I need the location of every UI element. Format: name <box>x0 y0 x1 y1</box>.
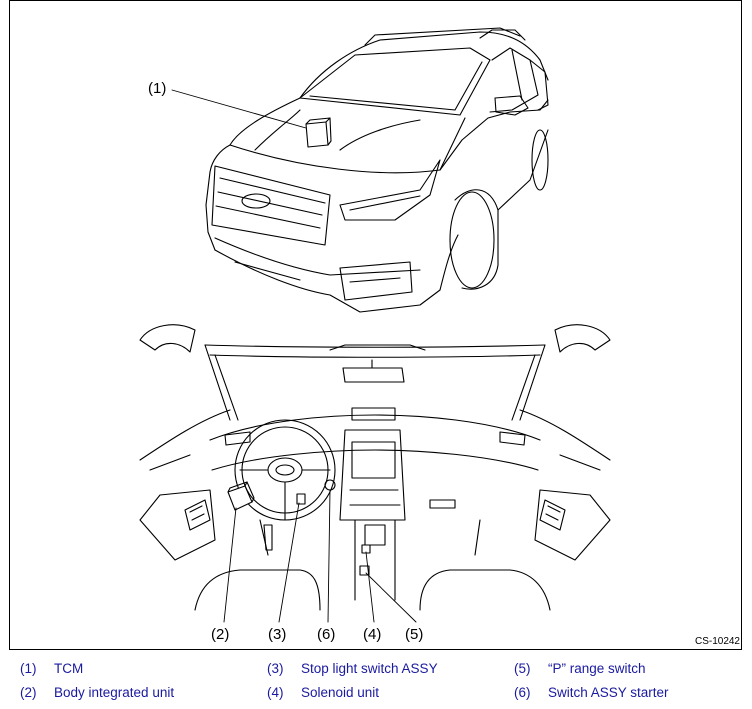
legend-number: (3) <box>267 661 284 676</box>
legend-number: (6) <box>514 685 531 700</box>
callout-5: (5) <box>405 626 423 643</box>
legend-label: Stop light switch ASSY <box>301 661 438 676</box>
callout-2: (2) <box>211 626 229 643</box>
legend-number: (2) <box>20 685 37 700</box>
vehicle-interior <box>139 324 611 611</box>
legend-number: (4) <box>267 685 284 700</box>
callout-4: (4) <box>363 626 381 643</box>
legend-item-2: (2) Body integrated unit <box>20 685 174 700</box>
legend-item-5: (5) “P” range switch <box>514 661 646 676</box>
callout-3: (3) <box>268 626 286 643</box>
legend-label: Switch ASSY starter <box>548 685 669 700</box>
legend-label: Solenoid unit <box>301 685 380 700</box>
legend-number: (5) <box>514 661 531 676</box>
figure-code: CS-10242 <box>694 636 740 647</box>
vehicle-exterior <box>205 27 549 313</box>
legend-item-6: (6) Switch ASSY starter <box>514 685 669 700</box>
callout-1: (1) <box>148 80 166 97</box>
legend: (1) TCM (2) Body integrated unit (3) Stop l… <box>0 655 752 709</box>
figure-frame <box>9 0 742 650</box>
legend-item-4: (4) Solenoid unit <box>267 685 379 700</box>
legend-label: Body integrated unit <box>54 685 175 700</box>
legend-item-1: (1) TCM <box>20 661 83 676</box>
legend-label: TCM <box>54 661 84 676</box>
legend-item-3: (3) Stop light switch ASSY <box>267 661 438 676</box>
leader-lines <box>171 89 417 623</box>
callout-6: (6) <box>317 626 335 643</box>
legend-number: (1) <box>20 661 37 676</box>
legend-label: “P” range switch <box>548 661 646 676</box>
